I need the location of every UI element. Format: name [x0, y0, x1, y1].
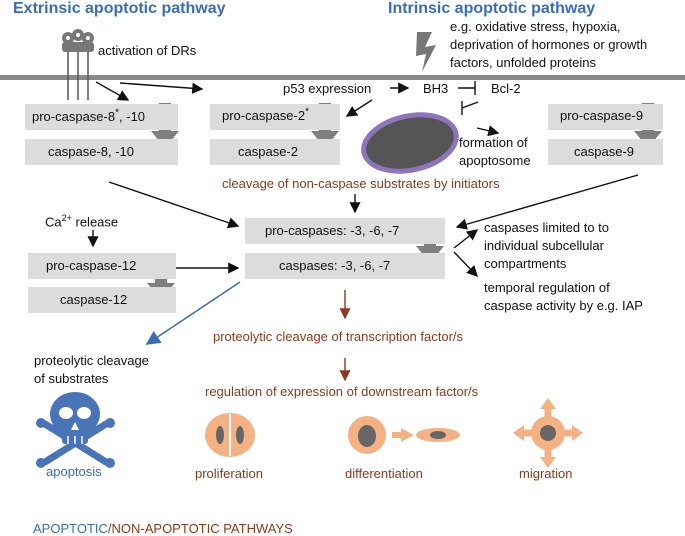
formation-label-1: formation of: [459, 135, 528, 150]
pro-caspases-box: pro-caspases: -3, -6, -7: [245, 218, 445, 244]
caspases-limited-line-1: caspases limited to to: [484, 220, 610, 235]
legend-non-apoptotic: NON-APOPTOTIC PATHWAYS: [111, 521, 293, 536]
proteolytic-substrates-line-1: proteolytic cleavage: [34, 353, 149, 368]
cleavage-initiators-label: cleavage of non-caspase substrates by in…: [222, 176, 500, 191]
caspase-2-label: caspase-2: [238, 144, 298, 159]
caspases-limited-line-3: compartments: [484, 256, 567, 271]
caspase-12-label: caspase-12: [60, 292, 128, 307]
pro-caspase-12-box: pro-caspase-12: [28, 253, 176, 279]
differentiating-cell-icon: [348, 416, 460, 454]
pro-caspase-2-label: pro-caspase-2: [222, 108, 306, 123]
caspase-8-label: caspase-8, -10: [48, 144, 134, 159]
pro-caspase-2-star: *: [305, 106, 310, 118]
p53-expression-label: p53 expression: [283, 81, 372, 96]
pro-caspase-2-box: pro-caspase-2*: [210, 104, 340, 130]
mitochondrion-icon: [361, 112, 459, 174]
apoptotic-arrow: [145, 281, 241, 345]
proteolytic-tf-label: proteolytic cleavage of transcription fa…: [213, 329, 464, 344]
stimuli-line-1: e.g. oxidative stress, hypoxia,: [450, 19, 621, 34]
caspase-9-box: caspase-9: [548, 139, 663, 165]
inhibition-marks: [458, 81, 479, 115]
proliferation-label: proliferation: [195, 466, 263, 481]
activation-of-drs-label: activation of DRs: [98, 43, 197, 58]
pro-caspase-9-label: pro-caspase-9: [560, 108, 644, 123]
temporal-regulation-line-2: caspase activity by e.g. IAP: [484, 298, 643, 313]
caspases-box: caspases: -3, -6, -7: [245, 253, 445, 279]
legend: APOPTOTIC/NON-APOPTOTIC PATHWAYS: [33, 521, 293, 536]
formation-label-2: apoptosome: [459, 153, 531, 168]
cell-membrane: [0, 75, 685, 80]
migration-label: migration: [519, 466, 573, 481]
extrinsic-pathway-title: Extrinsic apoptotic pathway: [13, 0, 226, 17]
pro-caspase-8-star: *: [115, 107, 120, 119]
proteolytic-substrates-line-2: of substrates: [34, 371, 109, 386]
caspase-8-box: caspase-8, -10: [25, 139, 178, 165]
lightning-icon: [416, 32, 436, 72]
calcium-release-label: Ca2+ release: [45, 213, 119, 230]
pro-caspase-9-box: pro-caspase-9: [548, 104, 663, 130]
stimuli-line-3: factors, unfolded proteins: [450, 55, 596, 70]
pro-caspases-label: pro-caspases: -3, -6, -7: [265, 223, 400, 238]
dividing-cell-icon: [205, 413, 255, 457]
connector-arrows: [87, 81, 639, 278]
migrating-cell-icon: [513, 398, 583, 468]
pro-caspase-8-box: pro-caspase-8*, -10: [25, 104, 178, 130]
differentiation-label: differentiation: [345, 466, 423, 481]
regulation-expression-label: regulation of expression of downstream f…: [205, 384, 479, 399]
receptor-icon: [62, 29, 94, 100]
apoptosis-label: apoptosis: [46, 464, 102, 479]
caspase-2-box: caspase-2: [210, 139, 340, 165]
pro-caspase-8-label: pro-caspase-8: [32, 109, 116, 124]
bh3-label: BH3: [423, 81, 449, 96]
stimuli-line-2: deprivation of hormones or growth: [450, 37, 648, 52]
caspases-limited-line-2: individual subcellular: [484, 238, 604, 253]
pro-caspase-12-label: pro-caspase-12: [46, 258, 137, 273]
temporal-regulation-line-1: temporal regulation of: [484, 280, 610, 295]
caspase-9-label: caspase-9: [574, 144, 634, 159]
intrinsic-pathway-title: Intrinsic apoptotic pathway: [388, 0, 596, 17]
bcl2-label: Bcl-2: [491, 81, 521, 96]
legend-separator: /: [107, 521, 112, 536]
skull-crossbones-icon: [36, 392, 115, 468]
caspases-label: caspases: -3, -6, -7: [279, 258, 391, 273]
caspase-12-box: caspase-12: [28, 287, 176, 313]
legend-apoptotic: APOPTOTIC: [33, 521, 108, 536]
pro-caspase-8-suffix: , -10: [119, 109, 146, 124]
